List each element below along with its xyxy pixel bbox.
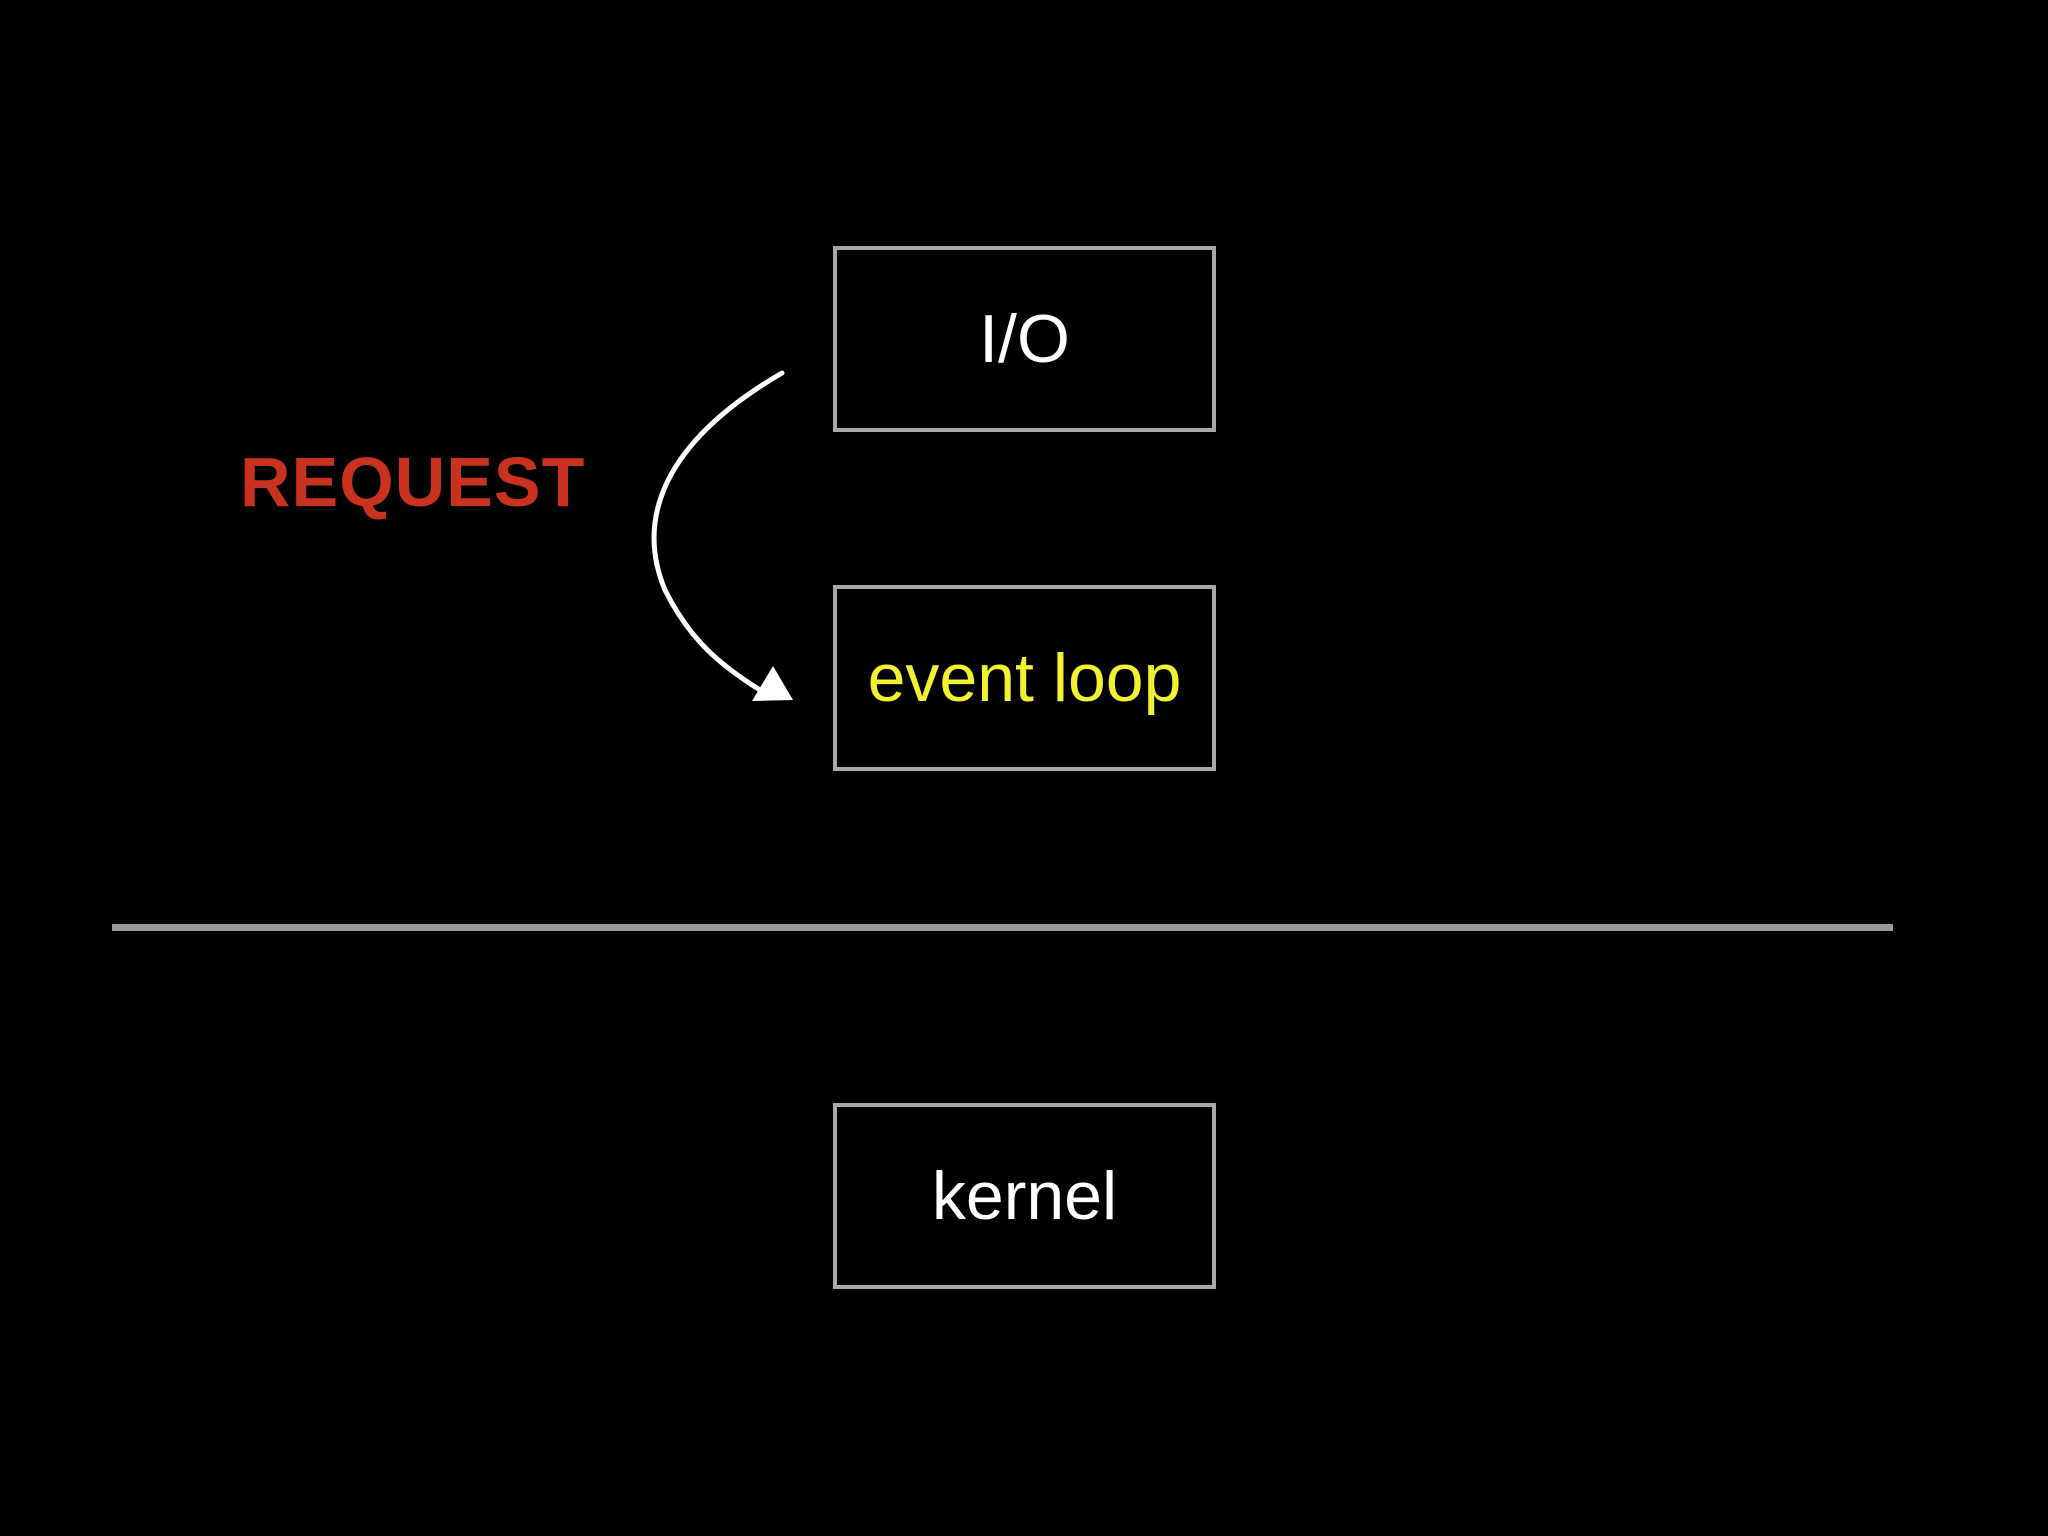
io-box: I/O [833, 246, 1216, 432]
io-label: I/O [979, 301, 1070, 377]
kernel-box: kernel [833, 1103, 1216, 1289]
request-arrow-path [651, 370, 785, 693]
event-loop-box: event loop [833, 585, 1216, 771]
event-loop-label: event loop [867, 640, 1182, 716]
request-arrow-head [752, 666, 793, 701]
kernel-label: kernel [931, 1158, 1118, 1234]
request-label: REQUEST [240, 443, 586, 521]
user-kernel-divider [112, 924, 1893, 931]
